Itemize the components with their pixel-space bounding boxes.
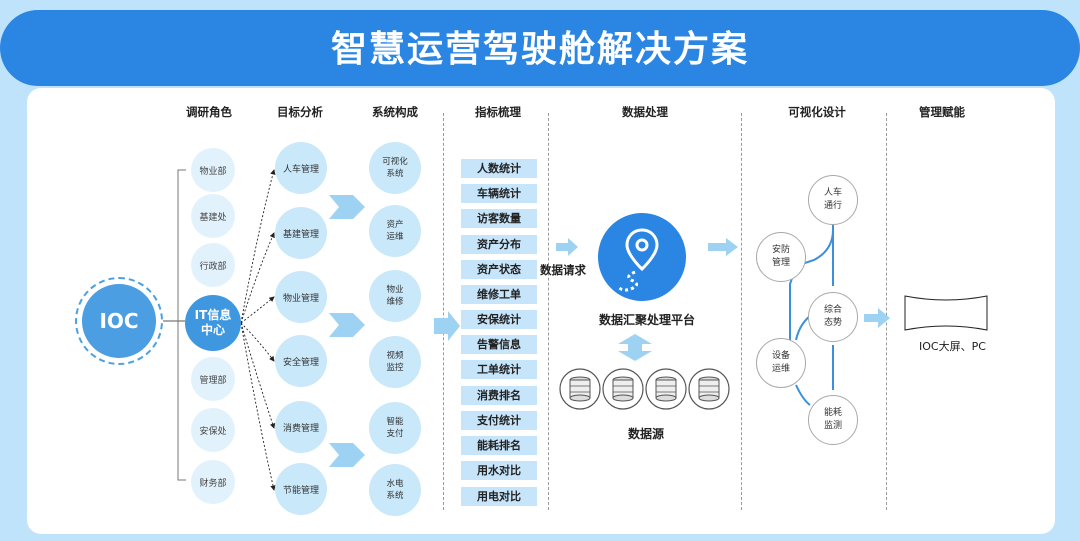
role-node: 安保处 [191, 408, 235, 452]
viz-node: 人车 通行 [808, 175, 858, 225]
it-center-node: IT信息 中心 [185, 295, 241, 351]
metric-item: 支付统计 [461, 411, 537, 430]
header-systems: 系统构成 [372, 105, 418, 119]
chevron-arrow-icon [329, 195, 365, 219]
database-icons [559, 368, 730, 410]
header-processing: 数据处理 [622, 105, 668, 119]
block-arrow-icon [434, 311, 460, 341]
block-arrow-icon [864, 308, 890, 328]
header-metrics: 指标梳理 [475, 105, 521, 119]
block-arrow-icon [708, 238, 738, 256]
system-node: 可视化 系统 [369, 142, 421, 194]
system-node: 水电 系统 [369, 464, 421, 516]
metric-item: 告警信息 [461, 335, 537, 354]
role-node: 管理部 [191, 357, 235, 401]
goal-node: 物业管理 [275, 271, 327, 323]
metric-item: 人数统计 [461, 159, 537, 178]
datasource-label: 数据源 [628, 427, 665, 441]
metric-item: 消费排名 [461, 386, 537, 405]
platform-label: 数据汇聚处理平台 [599, 313, 696, 327]
metric-item: 资产分布 [461, 235, 537, 254]
metric-item: 安保统计 [461, 310, 537, 329]
goal-node: 消费管理 [275, 401, 327, 453]
screen-label: IOC大屏、PC [919, 340, 986, 353]
divider-4 [886, 113, 887, 510]
role-node: 财务部 [191, 460, 235, 504]
goal-node: 安全管理 [275, 335, 327, 387]
data-request-label: 数据请求 [540, 263, 586, 277]
divider-3 [741, 113, 742, 510]
role-node: 基建处 [191, 194, 235, 238]
divider-1 [443, 113, 444, 510]
viz-node: 设备 运维 [756, 338, 806, 388]
system-node: 资产 运维 [369, 205, 421, 257]
page-title: 智慧运营驾驶舱解决方案 [330, 29, 749, 70]
metric-item: 能耗排名 [461, 436, 537, 455]
title-banner [0, 10, 1080, 86]
goal-node: 基建管理 [275, 207, 327, 259]
metric-item: 资产状态 [461, 260, 537, 279]
divider-2 [548, 113, 549, 510]
metric-item: 用水对比 [461, 461, 537, 480]
role-node: 物业部 [191, 148, 235, 192]
location-pin-icon [598, 213, 686, 301]
metric-item: 维修工单 [461, 285, 537, 304]
ioc-node: IOC [82, 284, 156, 358]
block-arrow-icon [556, 238, 578, 256]
goal-node: 人车管理 [275, 142, 327, 194]
ioc-ring [75, 277, 163, 365]
header-roles: 调研角色 [186, 105, 232, 119]
system-node: 视频 监控 [369, 336, 421, 388]
goal-node: 节能管理 [275, 463, 327, 515]
metric-item: 访客数量 [461, 209, 537, 228]
header-empower: 管理赋能 [919, 105, 965, 119]
diagram-panel [27, 88, 1055, 534]
metric-item: 车辆统计 [461, 184, 537, 203]
header-visual: 可视化设计 [788, 105, 846, 119]
system-node: 智能 支付 [369, 402, 421, 454]
viz-node: 能耗 监测 [808, 395, 858, 445]
system-node: 物业 维修 [369, 270, 421, 322]
metric-item: 工单统计 [461, 360, 537, 379]
role-node: 行政部 [191, 243, 235, 287]
header-goals: 目标分析 [277, 105, 323, 119]
viz-node: 安防 管理 [756, 232, 806, 282]
chevron-arrow-icon [329, 313, 365, 337]
chevron-arrow-icon [329, 443, 365, 467]
metric-item: 用电对比 [461, 487, 537, 506]
viz-node: 综合 态势 [808, 292, 858, 342]
